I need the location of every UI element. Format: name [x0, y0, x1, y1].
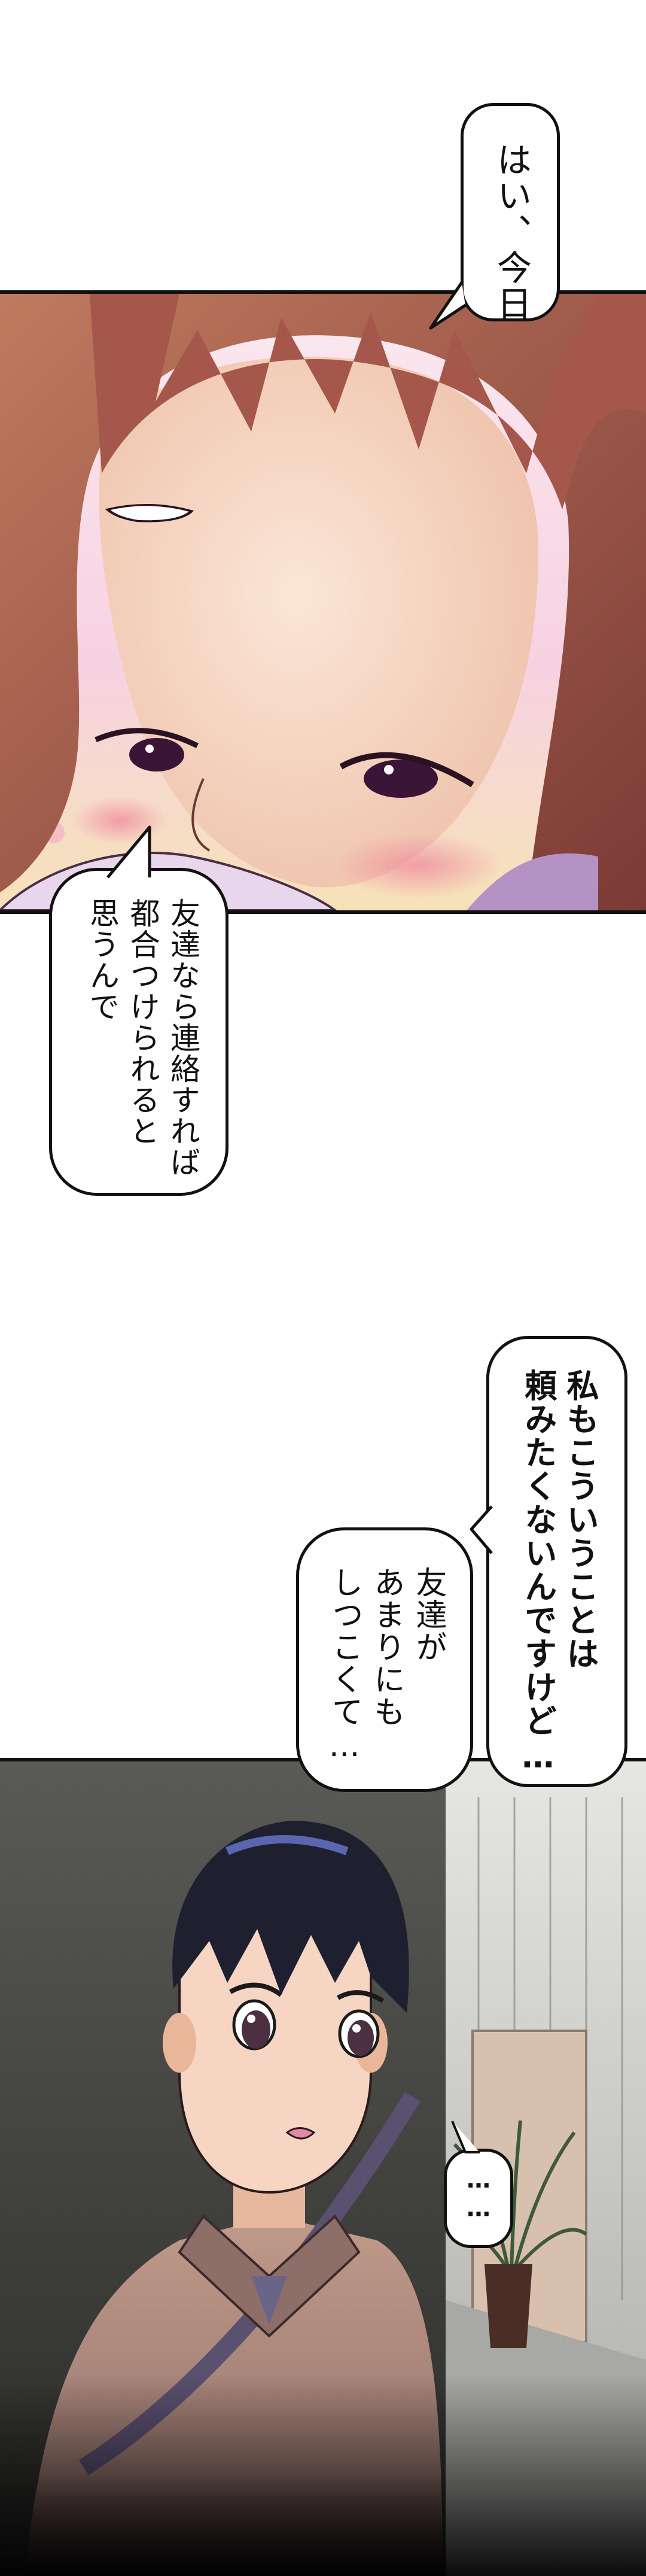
- bubble-5-tail: [451, 2121, 480, 2153]
- bubble-4-text: 友達が あまりにも しつこくて…: [326, 1566, 446, 1765]
- bubble-5-text: ……: [465, 2166, 492, 2223]
- bubble-2-text: 友達なら連絡すれば 都合つけられると 思うんで: [85, 898, 200, 1178]
- bubble-1-tail: [429, 281, 467, 330]
- bubble-1-text: はい、今日: [491, 142, 532, 321]
- panel-man-hallway: [0, 1758, 646, 2576]
- bubble-2-tail: [106, 825, 151, 879]
- woman-closeup-illustration: [0, 294, 646, 910]
- speech-bubble-1: はい、今日: [461, 103, 560, 321]
- panel-woman-closeup: [0, 290, 646, 914]
- bubble-3-text: 私もこういうことは 頼みたくないんですけど…: [519, 1369, 599, 1776]
- speech-bubble-4: 友達が あまりにも しつこくて…: [296, 1527, 473, 1792]
- man-hallway-illustration: [0, 1761, 646, 2576]
- speech-bubble-2: 友達なら連絡すれば 都合つけられると 思うんで: [49, 868, 228, 1196]
- bubble-3-tail: [470, 1505, 493, 1554]
- speech-bubble-5: ……: [444, 2149, 513, 2248]
- speech-bubble-3: 私もこういうことは 頼みたくないんですけど…: [486, 1336, 627, 1787]
